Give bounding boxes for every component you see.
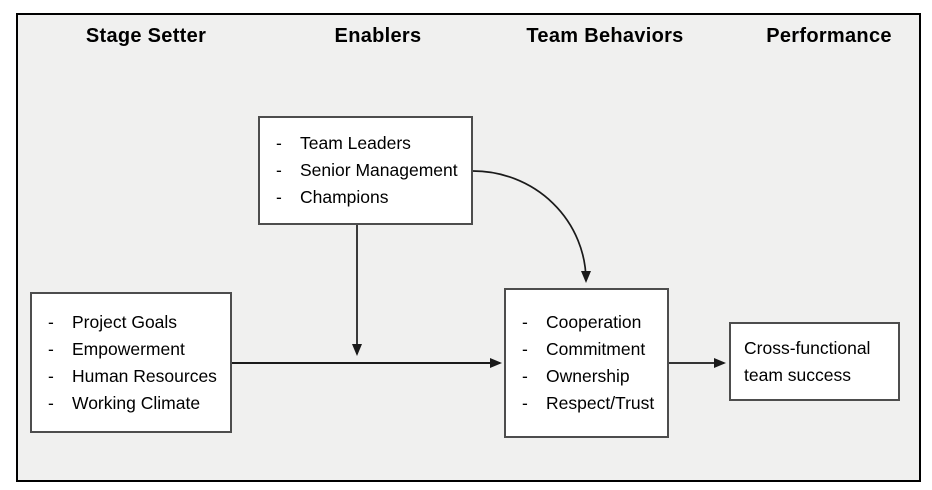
list-item-label: Empowerment xyxy=(72,338,185,359)
list-item: - Empowerment xyxy=(48,336,230,363)
list-item-label: Respect/Trust xyxy=(546,393,655,413)
list-item: - Ownership xyxy=(522,363,667,390)
list-item: - Senior Management xyxy=(276,157,471,184)
box-stage-setter: - Project Goals - Empowerment - Human Re… xyxy=(30,292,232,433)
bullet-dash: - xyxy=(522,339,528,359)
column-header-performance: Performance xyxy=(766,25,892,47)
bullet-dash: - xyxy=(522,366,528,386)
list-item: - Cooperation xyxy=(522,309,667,336)
list-item: - Working Climate xyxy=(48,390,230,417)
list-item-label: Cooperation xyxy=(546,312,642,332)
bullet-dash: - xyxy=(48,338,54,359)
list-item-label: Champions xyxy=(300,187,389,207)
bullet-dash: - xyxy=(522,393,528,413)
list-item-label: Team Leaders xyxy=(300,133,411,153)
bullet-dash: - xyxy=(276,160,282,180)
bullet-dash: - xyxy=(48,365,54,386)
list-item-label: Senior Management xyxy=(300,160,458,180)
list-item: - Human Resources xyxy=(48,363,230,390)
box-performance: Cross-functional team success xyxy=(729,322,900,401)
list-item-label: Human Resources xyxy=(72,365,217,386)
list-item: - Commitment xyxy=(522,336,667,363)
box-team-behaviors: - Cooperation - Commitment - Ownership -… xyxy=(504,288,669,438)
list-item: - Team Leaders xyxy=(276,130,471,157)
list-item: - Respect/Trust xyxy=(522,390,667,417)
list-item: - Champions xyxy=(276,184,471,211)
list-item-label: Commitment xyxy=(546,339,646,359)
bullet-dash: - xyxy=(522,312,528,332)
column-header-team-behaviors: Team Behaviors xyxy=(526,25,684,47)
list-item: - Project Goals xyxy=(48,309,230,336)
bullet-dash: - xyxy=(48,392,54,413)
performance-label: Cross-functional team success xyxy=(744,337,871,385)
list-item-label: Project Goals xyxy=(72,311,178,332)
list-item-label: Ownership xyxy=(546,366,630,386)
column-header-enablers: Enablers xyxy=(334,25,422,47)
bullet-dash: - xyxy=(48,311,54,332)
bullet-dash: - xyxy=(276,187,282,207)
box-enablers: - Team Leaders - Senior Management - Cha… xyxy=(258,116,473,225)
column-header-stage-setter: Stage Setter xyxy=(85,25,207,47)
list-item-label: Working Climate xyxy=(72,392,201,413)
bullet-dash: - xyxy=(276,133,282,153)
arrow-enablers-to-team-behaviors-curve xyxy=(472,170,591,283)
